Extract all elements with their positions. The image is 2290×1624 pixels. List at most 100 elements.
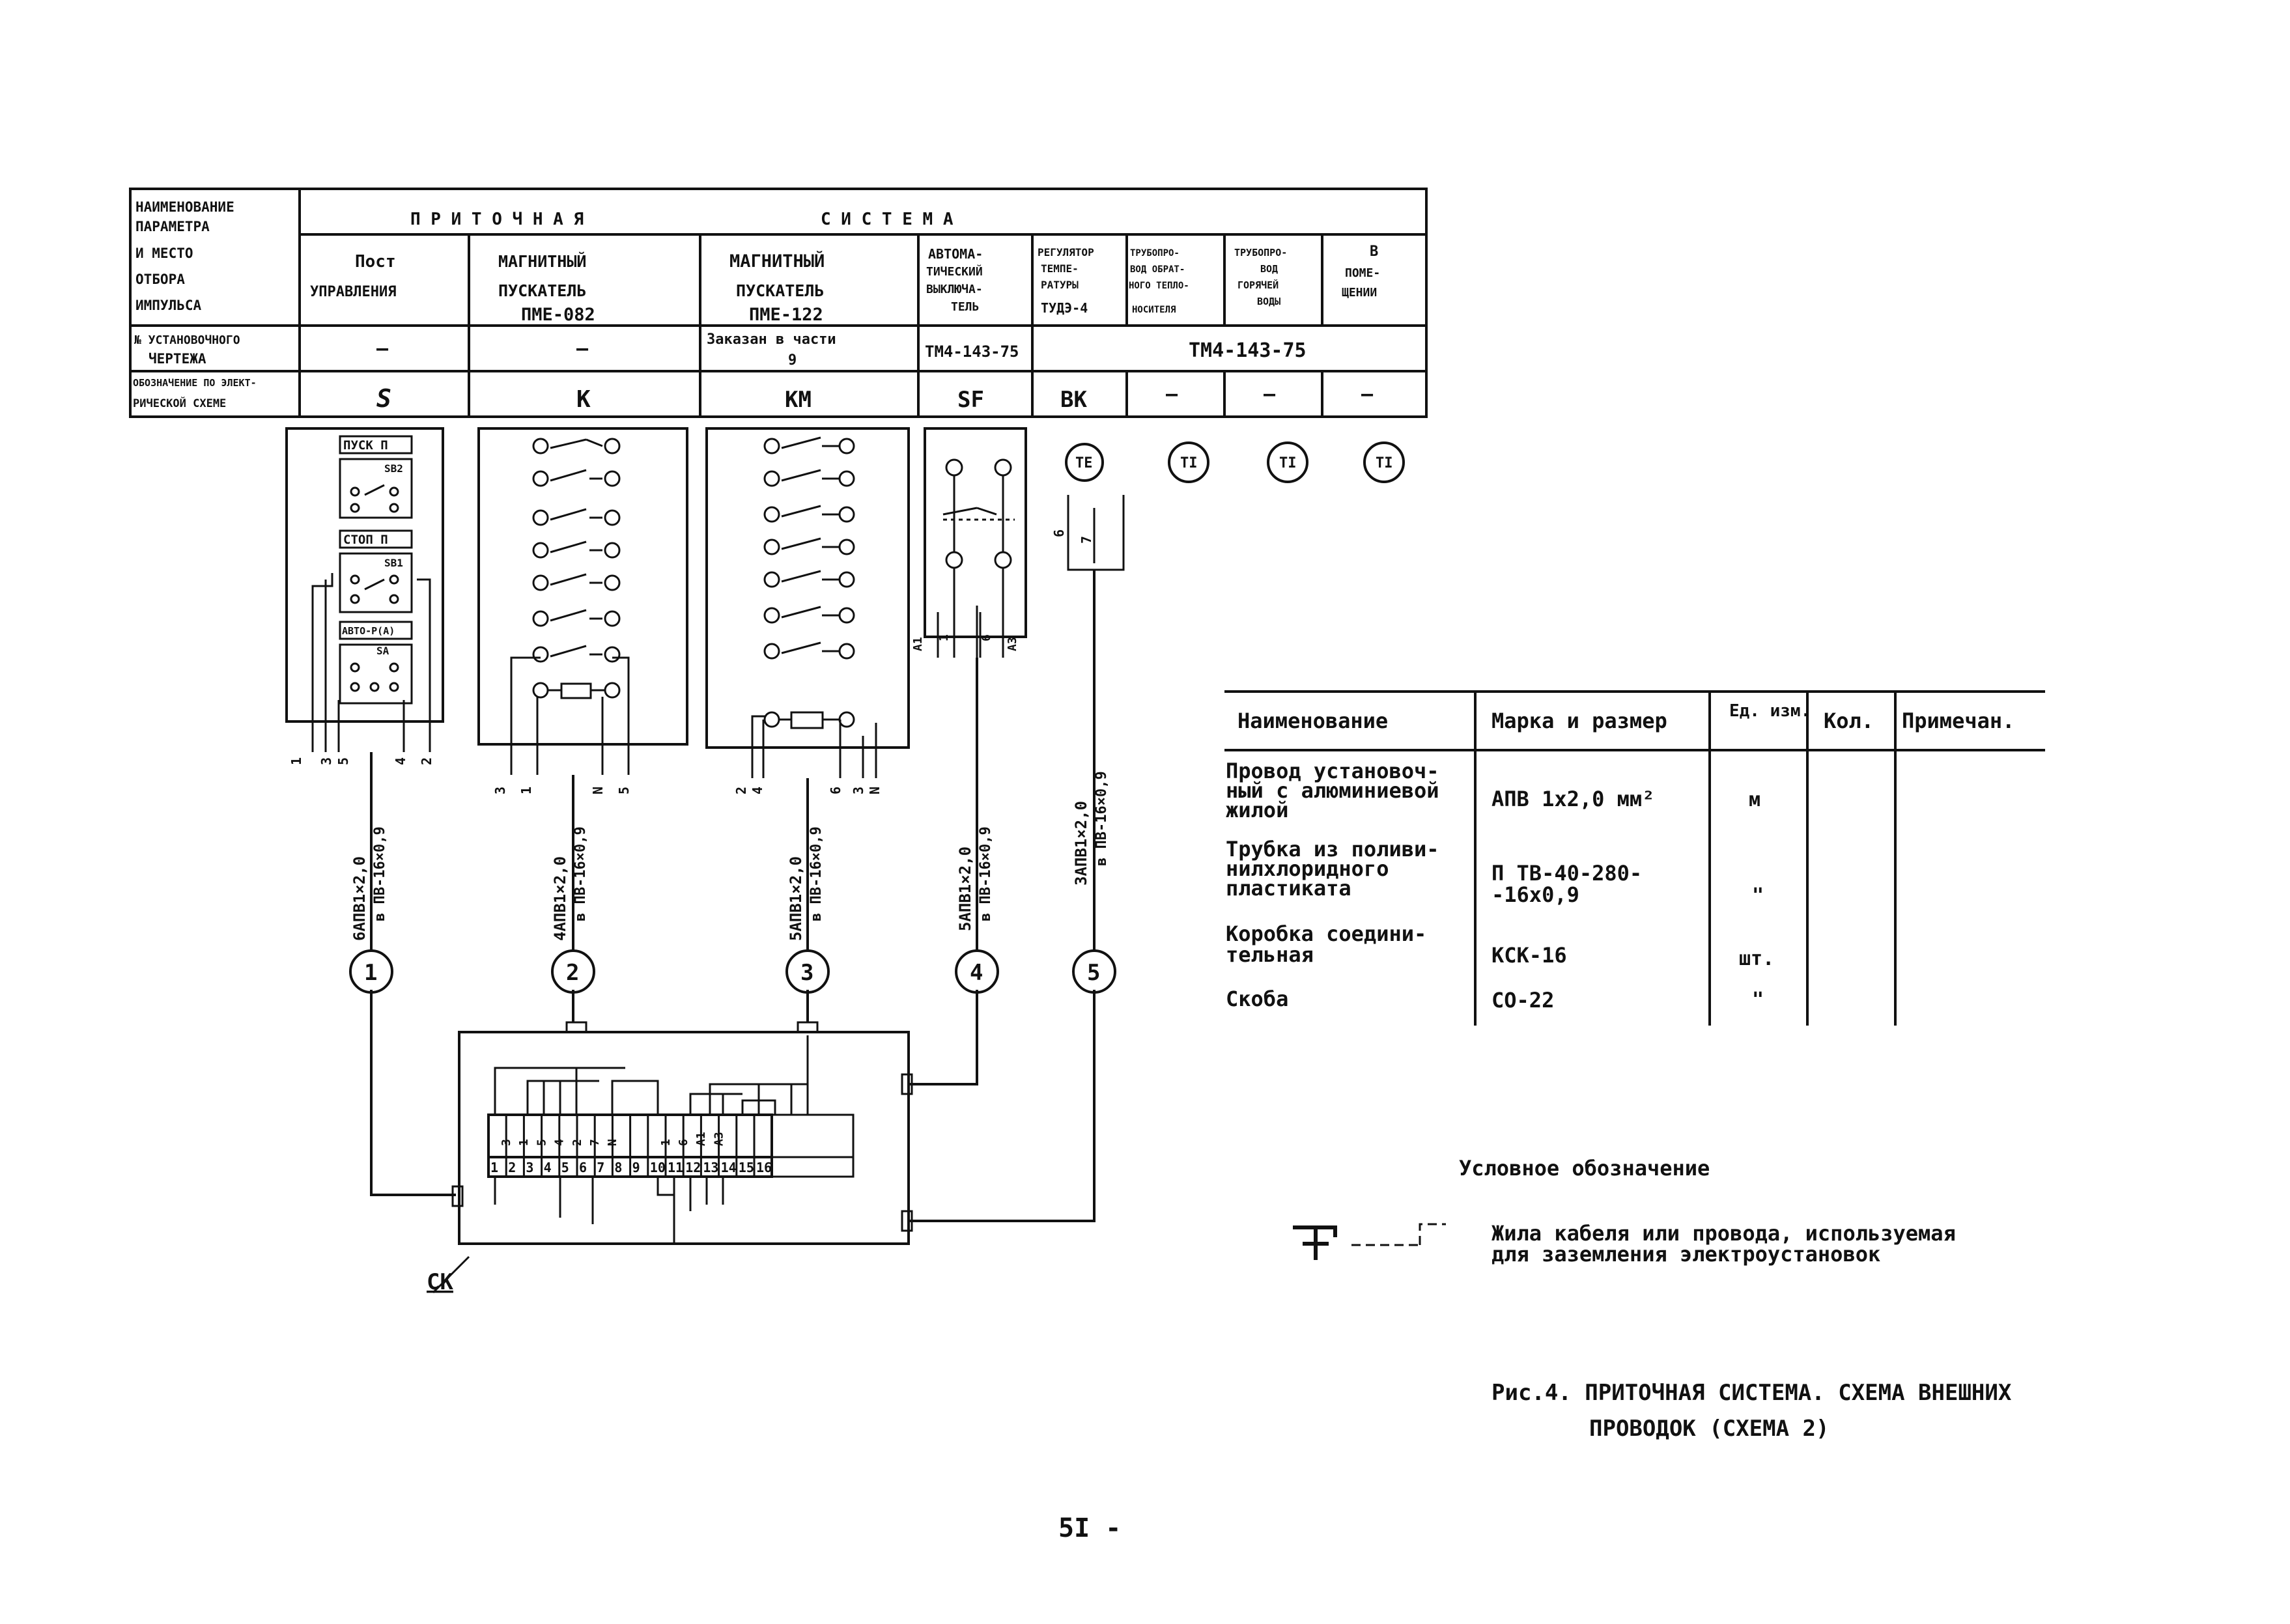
cable-5-id: 5 (1087, 960, 1100, 986)
cable-1-mark: 6АПВ1×2,0 (350, 856, 369, 941)
s-label-start: ПУСК П (343, 438, 388, 453)
col-sf-name-4: ТЕЛЬ (951, 300, 979, 314)
col-k-name-1: МАГНИТНЫЙ (498, 252, 586, 271)
spec-row2-mark2: -16х0,9 (1491, 882, 1579, 907)
col-sf-name-2: ТИЧЕСКИЙ (926, 264, 983, 279)
cable-4-mark: 5АПВ1×2,0 (956, 847, 974, 931)
cable-2-mark: 4АПВ1×2,0 (551, 856, 569, 941)
s-term-3: 3 (318, 757, 334, 765)
header-param-2: ПАРАМЕТРА (135, 219, 210, 234)
col-km-name-1: МАГНИТНЫЙ (729, 251, 825, 272)
spec-row4-unit: " (1752, 988, 1764, 1011)
km-term-2: 2 (733, 787, 749, 794)
km-term-4: 4 (750, 787, 765, 794)
col-sf-name-3: ВЫКЛЮЧА- (926, 283, 983, 296)
junction-box-label: СК (427, 1269, 453, 1295)
s-contact-sb1: SB1 (384, 557, 403, 569)
col-k-name-3: ПМЕ-082 (521, 305, 595, 325)
col-pipe1-name-1: ТРУБОПРО- (1130, 248, 1180, 259)
cable-4-id: 4 (970, 960, 983, 986)
col-pipe2-name-3: ГОРЯЧЕЙ (1237, 279, 1279, 291)
junction-terminal-number: 2 (508, 1160, 516, 1175)
col-s-designation: S (376, 384, 391, 413)
s-contact-sb2: SB2 (384, 462, 403, 475)
col-k-name-2: ПУСКАТЕЛЬ (498, 281, 586, 300)
cable-1-tube: в ПВ-16×0,9 (372, 826, 388, 921)
col-sf-drawing: ТМ4-143-75 (925, 343, 1019, 361)
col-k-drawing: — (576, 337, 589, 360)
spec-row1-name-3: жилой (1226, 798, 1288, 822)
system-title-left: П Р И Т О Ч Н А Я (410, 210, 584, 229)
km-term-3: 3 (851, 787, 866, 794)
header-param-3: И МЕСТО (135, 245, 193, 261)
figure-caption-1: Рис.4. ПРИТОЧНАЯ СИСТЕМА. СХЕМА ВНЕШНИХ (1491, 1380, 2012, 1406)
col-pipe1-designation: — (1166, 383, 1178, 406)
k-term-3: 3 (492, 787, 508, 794)
col-pipe2-designation: — (1264, 383, 1276, 406)
sf-term-a3: A3 (1006, 637, 1019, 651)
cable-1-id: 1 (364, 960, 377, 986)
legend-text-1: Жила кабеля или провода, используемая (1491, 1221, 1956, 1246)
cable-3-mark: 5АПВ1×2,0 (787, 856, 805, 941)
spec-header-qty: Кол. (1824, 708, 1874, 733)
spec-row4-mark: СО-22 (1491, 988, 1554, 1013)
col-bk-designation: BK (1060, 387, 1087, 413)
spec-header-unit: Ед. изм. (1729, 701, 1811, 721)
panel-k (477, 427, 688, 775)
header-param-5: ИМПУЛЬСА (135, 298, 202, 313)
junction-terminal-number: 12 (685, 1160, 701, 1175)
s-term-2: 2 (419, 757, 434, 765)
legend-text-2: для заземления электроустановок (1491, 1242, 1880, 1267)
km-term-n: N (867, 787, 883, 794)
spec-row2-name-1: Трубка из поливи- (1226, 837, 1439, 861)
spec-row3-mark: КСК-16 (1491, 943, 1567, 968)
cable-2-tube: в ПВ-16×0,9 (572, 826, 589, 921)
cables: 1 2 3 4 5 6АПВ1×2,0 в ПВ-16×0,9 4АПВ1×2,… (349, 570, 1116, 1222)
spec-row2-name-3: пластиката (1226, 876, 1351, 901)
junction-terminal-number: 9 (632, 1160, 640, 1175)
spec-row4-name: Скоба (1226, 987, 1288, 1011)
bk-term-7: 7 (1079, 536, 1094, 544)
panel-sf (924, 427, 1027, 658)
header-param-4: ОТБОРА (135, 272, 185, 287)
junction-terminal-number: 13 (703, 1160, 718, 1175)
col-room-designation: — (1361, 383, 1374, 406)
bk-term-6: 6 (1051, 529, 1067, 537)
col-sf-designation: SF (957, 387, 984, 413)
spec-row2-unit: " (1752, 884, 1764, 907)
col-km-designation: KM (785, 387, 812, 413)
system-title-right: С И С Т Е М А (821, 210, 954, 229)
col-bk-name-2: ТЕМПЕ- (1041, 262, 1079, 275)
figure-caption-2: ПРОВОДОК (СХЕМА 2) (1589, 1416, 1829, 1442)
sensor-ti-2: TI (1267, 441, 1308, 483)
col-s-name-2: УПРАВЛЕНИЯ (310, 284, 396, 300)
col-bk-name-3: РАТУРЫ (1041, 279, 1079, 291)
cable-5-mark: 3АПВ1×2,0 (1072, 801, 1090, 886)
col-bk-name-4: ТУДЭ-4 (1041, 300, 1088, 316)
k-term-5: 5 (616, 787, 632, 794)
junction-terminal-number: 5 (561, 1160, 569, 1175)
s-label-auto: АВТО-Р(А) (342, 625, 395, 637)
junction-terminal-number: 3 (526, 1160, 533, 1175)
sf-term-a1: A1 (911, 637, 925, 651)
header-designation-2: РИЧЕСКОЙ СХЕМЕ (133, 396, 226, 410)
s-term-5: 5 (335, 757, 351, 765)
spec-row2-mark: П ТВ-40-280- (1491, 861, 1642, 886)
spec-row3-name-1: Коробка соедини- (1226, 921, 1426, 946)
col-sf-name-1: АВТОМА- (928, 246, 983, 262)
header-drawing-1: № УСТАНОВОЧНОГО (134, 333, 240, 347)
junction-terminal-number: 8 (614, 1160, 622, 1175)
k-term-n: N (590, 787, 606, 794)
header-designation-1: ОБОЗНАЧЕНИЕ ПО ЭЛЕКТ- (133, 377, 257, 389)
col-km-name-2: ПУСКАТЕЛЬ (736, 281, 824, 300)
s-label-stop: СТОП П (343, 533, 388, 547)
legend-title: Условное обозначение (1459, 1156, 1710, 1181)
col-pipe1-name-4: НОСИТЕЛЯ (1132, 305, 1176, 315)
junction-terminal-number: 6 (579, 1160, 587, 1175)
sensor-ti-1: TI (1168, 441, 1209, 483)
sensor-ti-3-label: TI (1376, 455, 1393, 471)
sensor-ti-2-label: TI (1279, 455, 1297, 471)
col-room-name-2: ПОМЕ- (1345, 266, 1380, 280)
